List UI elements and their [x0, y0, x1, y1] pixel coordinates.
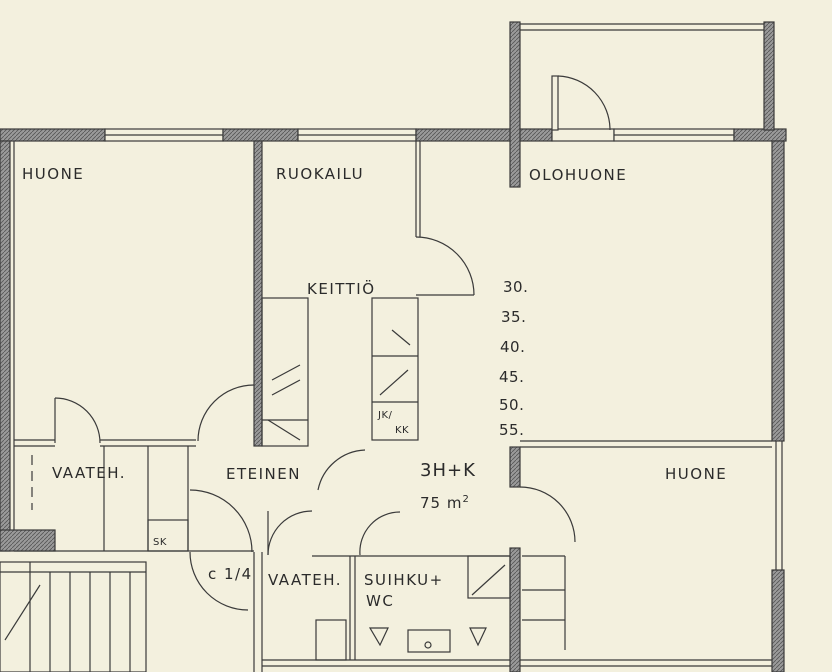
shower-tray	[467, 555, 511, 599]
exterior-wall-top-2	[222, 128, 299, 142]
exterior-wall-right	[771, 140, 785, 442]
kitchen-door-swing	[415, 236, 475, 296]
apartment-area: 75 m2	[420, 494, 470, 512]
exterior-wall-top-3	[415, 128, 553, 142]
door-swing-huone-right	[519, 486, 576, 543]
entry-door-swing	[189, 489, 253, 553]
room-label-huone-right: HUONE	[665, 465, 728, 483]
apartment-type: 3H+K	[420, 460, 476, 481]
balcony-door-swing	[557, 75, 611, 131]
room-label-huone-left: HUONE	[22, 165, 85, 183]
balcony-wall-right	[763, 21, 775, 131]
staircase	[0, 561, 147, 672]
exterior-wall-top-4	[733, 128, 787, 142]
label-c14: c 1/4	[208, 565, 253, 583]
unit-number: 40.	[500, 338, 526, 356]
exterior-wall-top-1	[0, 128, 106, 142]
interior-wall-2	[509, 446, 521, 488]
label-kk: KK	[395, 425, 410, 436]
interior-wall-1	[253, 140, 263, 447]
door-swing-eteinen	[197, 384, 255, 442]
kitchen-counter-left	[261, 297, 309, 447]
room-label-olohuone: OLOHUONE	[529, 166, 628, 184]
unit-number: 35.	[501, 308, 527, 326]
room-label-ruokailu: RUOKAILU	[276, 165, 365, 183]
unit-number: 45.	[499, 368, 525, 386]
door-swing-suihku	[359, 511, 401, 556]
door-swing-vaateh-left	[54, 397, 101, 444]
exterior-wall-left	[0, 140, 11, 552]
unit-number: 55.	[499, 421, 525, 439]
label-sk: SK	[153, 537, 167, 548]
unit-number: 50.	[499, 396, 525, 414]
door-swing-vaateh-bottom	[267, 510, 313, 556]
balcony-wall-left	[509, 21, 521, 188]
area-unit-superscript: 2	[462, 494, 470, 505]
area-value: 75 m	[420, 494, 463, 512]
label-jk: JK/	[378, 410, 393, 421]
washbasin	[407, 629, 451, 653]
kitchen-counter-right	[371, 297, 419, 441]
room-label-vaateh-left: VAATEH.	[52, 464, 127, 482]
room-label-wc: WC	[366, 592, 395, 610]
room-label-eteinen: ETEINEN	[226, 465, 301, 483]
room-label-keittio: KEITTIÖ	[307, 280, 376, 298]
room-label-suihku: SUIHKU+	[364, 571, 444, 589]
room-label-vaateh-bottom: VAATEH.	[268, 571, 343, 589]
unit-number: 30.	[503, 278, 529, 296]
door-opening-balcony	[551, 128, 615, 142]
